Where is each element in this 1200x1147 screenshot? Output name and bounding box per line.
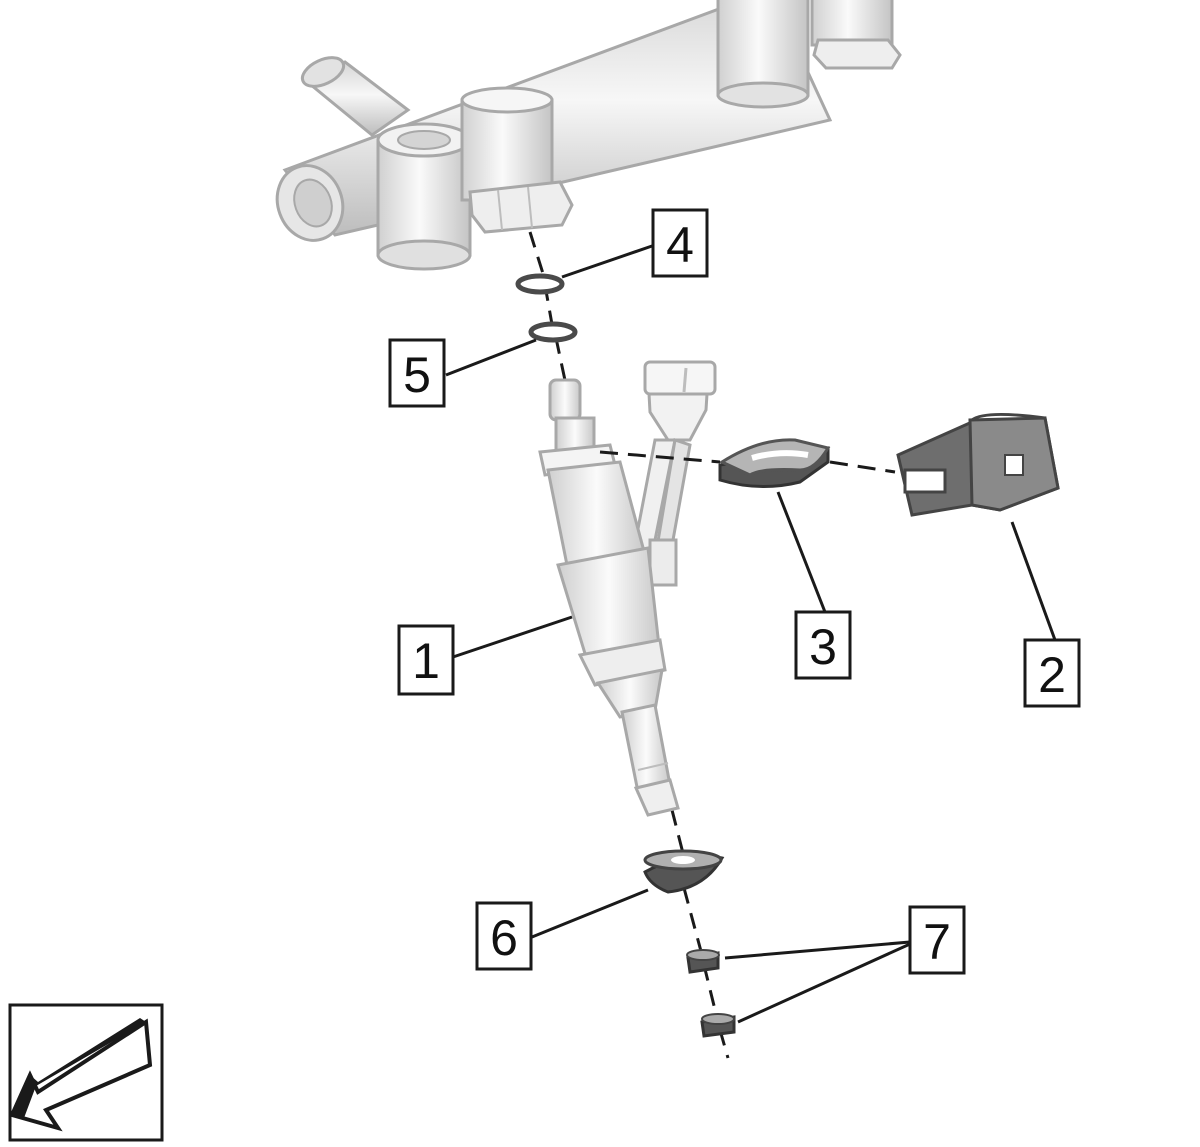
washer-7-upper bbox=[686, 949, 720, 974]
fuel-injector bbox=[538, 360, 717, 817]
washer-7-lower bbox=[700, 1013, 736, 1038]
leader-7b bbox=[737, 942, 911, 1024]
o-ring-4 bbox=[515, 273, 565, 295]
clip-assembly-line bbox=[599, 450, 896, 474]
callout-1-label: 1 bbox=[412, 633, 440, 689]
callout-2: 2 bbox=[1023, 638, 1081, 708]
leader-4 bbox=[561, 244, 653, 279]
callout-2-label: 2 bbox=[1038, 647, 1066, 703]
callout-7-label: 7 bbox=[923, 914, 951, 970]
callout-5: 5 bbox=[388, 338, 446, 408]
leader-lines bbox=[445, 244, 1057, 1024]
callout-3-label: 3 bbox=[809, 619, 837, 675]
callout-4-label: 4 bbox=[666, 217, 694, 273]
injector-axis bbox=[528, 231, 730, 1059]
callout-7: 7 bbox=[908, 905, 966, 975]
o-ring-5 bbox=[528, 321, 578, 343]
callout-6-label: 6 bbox=[490, 910, 518, 966]
bracket-2 bbox=[896, 412, 1060, 517]
leader-5 bbox=[445, 338, 537, 377]
leader-6 bbox=[531, 888, 649, 939]
callout-1: 1 bbox=[397, 624, 455, 696]
fuel-rail bbox=[275, 0, 902, 271]
leader-7a bbox=[724, 940, 911, 960]
combustion-seal-6 bbox=[643, 849, 725, 894]
retaining-clip-3 bbox=[718, 438, 831, 488]
view-direction-arrow-icon bbox=[8, 1003, 164, 1142]
leader-2 bbox=[1010, 521, 1057, 641]
leader-1 bbox=[452, 615, 573, 659]
callout-5-label: 5 bbox=[403, 347, 431, 403]
leader-3 bbox=[776, 491, 827, 613]
callout-6: 6 bbox=[475, 901, 533, 971]
callout-4: 4 bbox=[651, 208, 709, 278]
callout-3: 3 bbox=[794, 610, 852, 680]
